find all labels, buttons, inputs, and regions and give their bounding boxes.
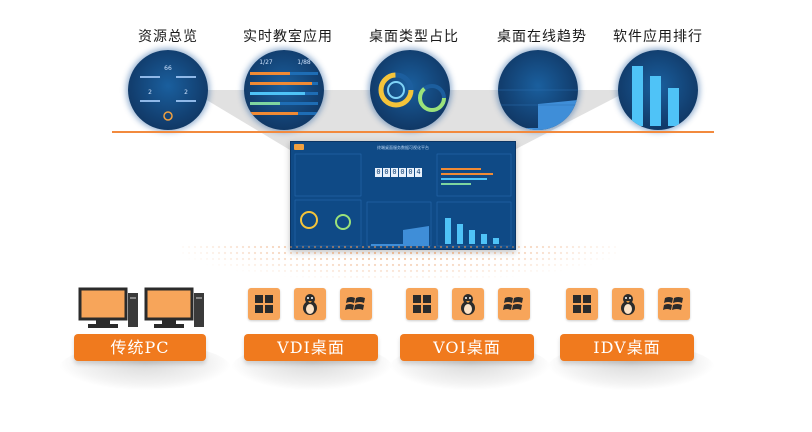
dashboard-graphics	[294, 144, 512, 247]
pc-monitor-icon	[78, 287, 138, 328]
windows-flag-icon	[498, 288, 530, 320]
software-ranking-bubble	[618, 50, 698, 130]
resource-overview-graphic: 66 2 2	[140, 65, 196, 121]
dashboard-counter: 0 0 0 0 0 4	[375, 168, 422, 177]
desktop-online-trend-bubble	[498, 50, 578, 130]
realtime-classroom-bubble: 1/27 1/88	[244, 50, 324, 130]
counter-digit: 0	[391, 168, 398, 177]
linux-icon	[612, 288, 644, 320]
resource-overview-bubble: 66 2 2	[128, 50, 208, 130]
dotted-connector	[180, 244, 620, 280]
counter-digit: 0	[375, 168, 382, 177]
software-ranking-graphic	[632, 66, 679, 126]
realtime-classroom-graphic: 1/27 1/88	[250, 59, 318, 115]
traditional-pc-label: 传统PC	[74, 334, 206, 361]
desktop-online-trend-graphic	[498, 89, 578, 130]
counter-digit: 0	[399, 168, 406, 177]
feature-label-realtime-classroom: 实时教室应用	[243, 29, 333, 45]
feature-label-desktop-online-trend: 桌面在线趋势	[497, 29, 587, 45]
linux-icon	[452, 288, 484, 320]
windows-flag-icon	[658, 288, 690, 320]
windows-icon	[406, 288, 438, 320]
idv-desktop-label: IDV桌面	[560, 334, 694, 361]
desktop-type-ratio-bubble	[370, 50, 450, 130]
pc-monitor-icon	[144, 287, 204, 328]
feature-label-desktop-type-ratio: 桌面类型占比	[369, 29, 459, 45]
voi-desktop-label: VOI桌面	[400, 334, 534, 361]
resource-count-2: 2	[148, 89, 152, 96]
vdi-desktop-label: VDI桌面	[244, 334, 378, 361]
windows-icon	[248, 288, 280, 320]
feature-label-software-ranking: 软件应用排行	[613, 29, 703, 45]
resource-count-3: 2	[184, 89, 188, 96]
linux-icon	[294, 288, 326, 320]
counter-digit: 4	[415, 168, 422, 177]
counter-digit: 0	[407, 168, 414, 177]
divider-line	[112, 131, 714, 133]
dashboard-title: 终端桌面服务数据可视化平台	[377, 145, 429, 150]
desktop-type-ratio-graphic	[378, 72, 446, 112]
feature-label-resource-overview: 资源总览	[138, 29, 198, 45]
classroom-ratio-left: 1/27	[259, 59, 273, 66]
windows-icon	[566, 288, 598, 320]
windows-flag-icon	[340, 288, 372, 320]
classroom-ratio-right: 1/88	[297, 59, 311, 66]
dashboard-thumbnail: 终端桌面服务数据可视化平台 0 0 0 0 0 4	[290, 141, 516, 250]
resource-count-1: 66	[164, 65, 172, 72]
counter-digit: 0	[383, 168, 390, 177]
